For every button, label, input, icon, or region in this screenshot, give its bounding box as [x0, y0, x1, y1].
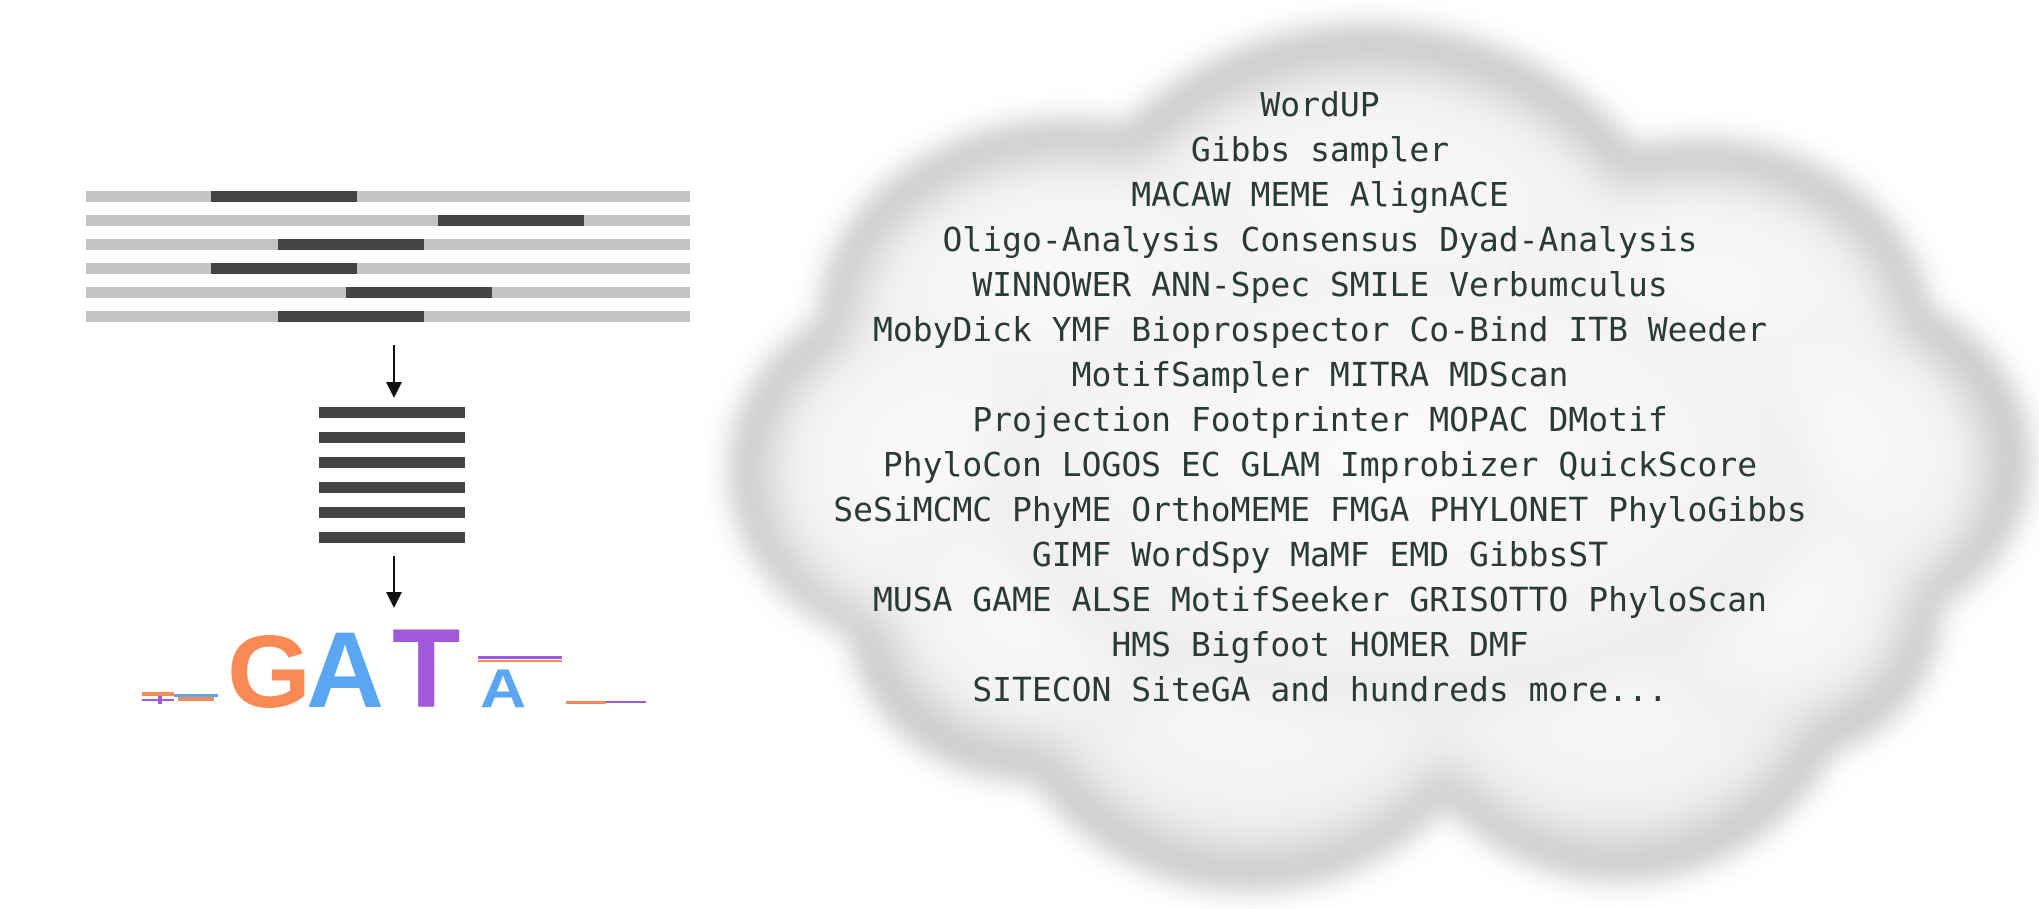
motif-occurrence — [278, 239, 424, 250]
tool-list-line: WordUP — [1260, 85, 1380, 124]
tool-list-line: Projection Footprinter MOPAC DMotif — [972, 400, 1668, 439]
tool-list-line: MACAW MEME AlignACE — [1131, 175, 1509, 214]
tool-list-line: GIMF WordSpy MaMF EMD GibbsST — [1031, 535, 1609, 574]
sequence-line — [86, 215, 690, 226]
sequence-line — [86, 263, 690, 274]
logo-minor-bar — [478, 660, 562, 662]
tool-cloud — [730, 25, 2030, 890]
logo-minor-letters-left — [142, 692, 218, 704]
aligned-motif-bar — [319, 507, 465, 518]
logo-letter-g: G — [227, 615, 311, 729]
motif-occurrence — [211, 191, 357, 202]
tool-list-line: Oligo-Analysis Consensus Dyad-Analysis — [942, 220, 1698, 259]
logo-minor-bar — [478, 656, 562, 659]
tool-list-line: HMS Bigfoot HOMER DMF — [1111, 625, 1529, 664]
sequence-logo: G A T A — [142, 606, 646, 731]
tool-list-line: WINNOWER ANN-Spec SMILE Verbumculus — [972, 265, 1668, 304]
tool-list-line: MUSA GAME ALSE MotifSeeker GRISOTTO Phyl… — [872, 580, 1768, 619]
tool-list-line: SeSiMCMC PhyME OrthoMEME FMGA PHYLONET P… — [833, 490, 1807, 529]
logo-letter-a: A — [306, 609, 384, 730]
tool-list-line: Gibbs sampler — [1190, 130, 1450, 169]
motif-occurrence — [211, 263, 357, 274]
motif-occurrence — [346, 287, 492, 298]
aligned-motif-bar — [319, 457, 465, 468]
motif-occurrence — [438, 215, 584, 226]
logo-letter-a-small: A — [480, 658, 526, 719]
aligned-motif-bar — [319, 407, 465, 418]
aligned-motif-bar — [319, 482, 465, 493]
tool-list-line: SITECON SiteGA and hundreds more... — [972, 670, 1668, 709]
sequence-alignment — [86, 191, 690, 322]
tool-list-line: MotifSampler MITRA MDScan — [1071, 355, 1569, 394]
logo-minor-letters-right — [566, 701, 646, 704]
motif-occurrence — [278, 311, 424, 322]
arrow-down-icon — [386, 345, 402, 398]
sequence-line — [86, 191, 690, 202]
logo-letter-t: T — [392, 606, 460, 731]
aligned-motif-bar — [319, 532, 465, 543]
aligned-motif-stack — [319, 407, 465, 543]
arrow-down-icon — [386, 556, 402, 608]
tool-list-line: PhyloCon LOGOS EC GLAM Improbizer QuickS… — [882, 445, 1758, 484]
tool-list-line: MobyDick YMF Bioprospector Co-Bind ITB W… — [872, 310, 1768, 349]
aligned-motif-bar — [319, 432, 465, 443]
cloud-body — [765, 65, 1990, 855]
